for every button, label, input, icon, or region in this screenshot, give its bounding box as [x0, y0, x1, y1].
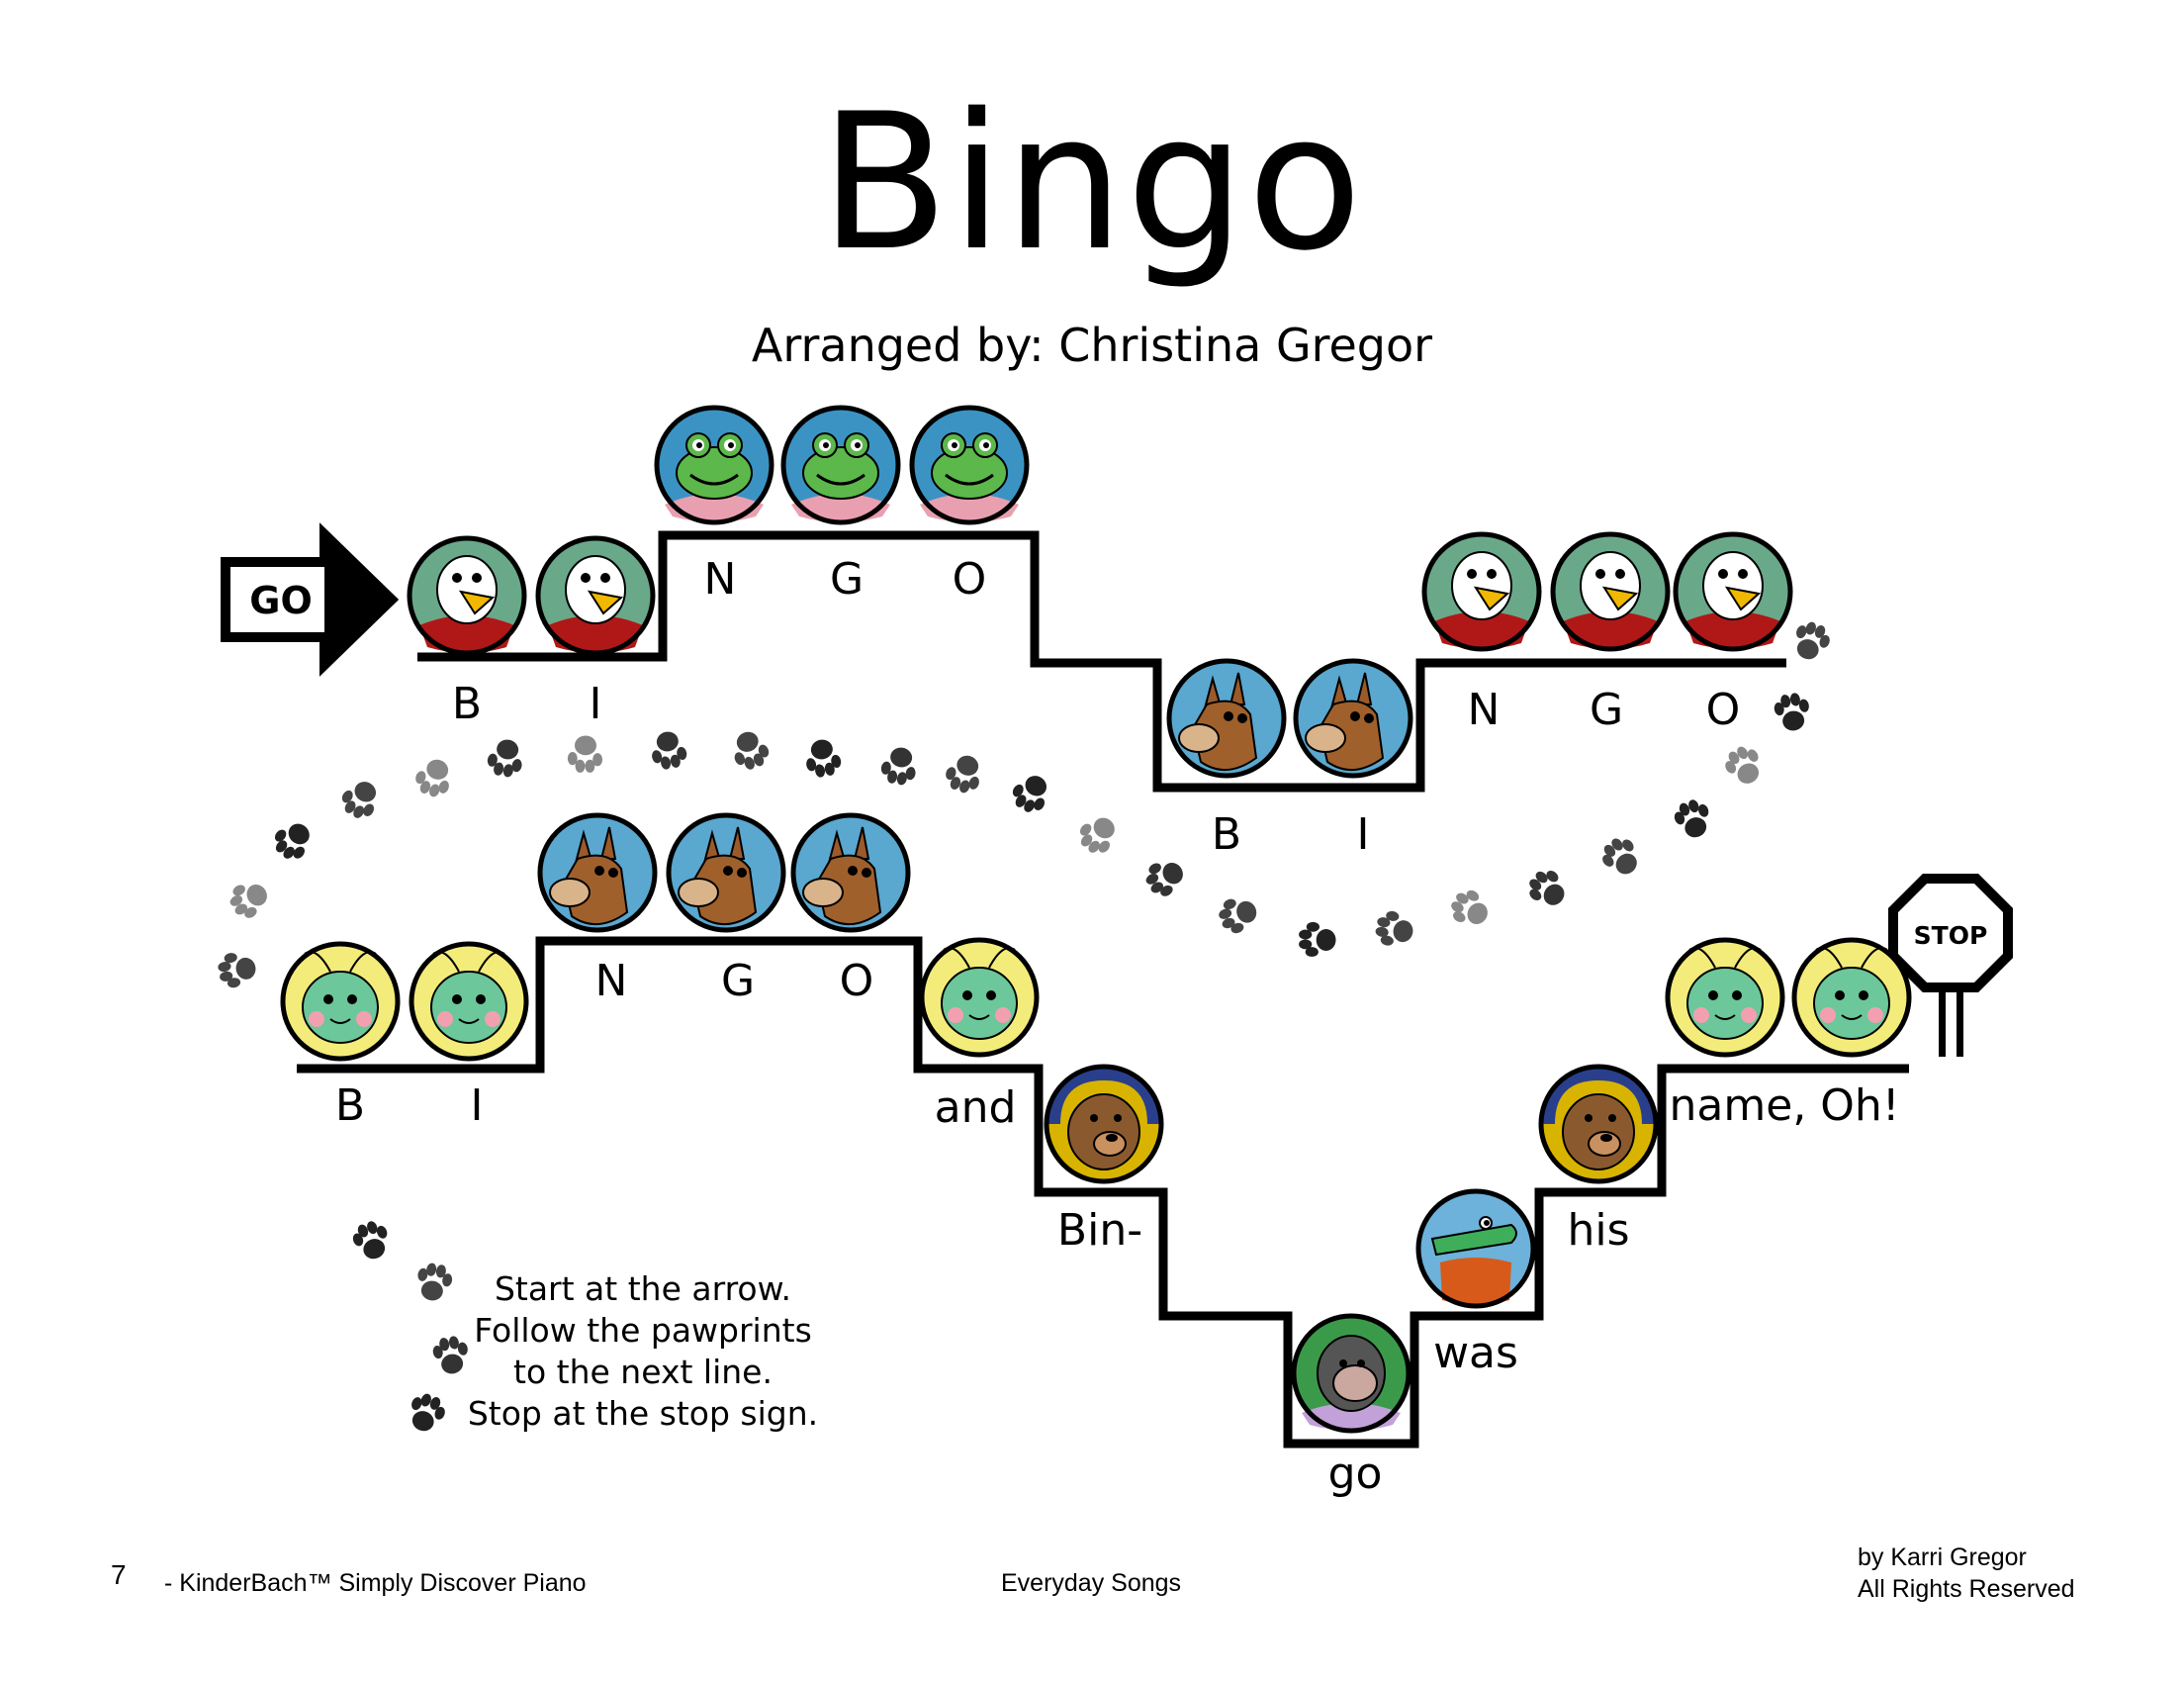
go-arrow: GO: [221, 522, 400, 677]
page-number: 7: [111, 1559, 127, 1590]
donkey-note-icon: [1166, 658, 1287, 779]
grasshopper-note-icon: [1791, 937, 1912, 1058]
pawprint-icon: [727, 726, 774, 774]
instruction-line: Stop at the stop sign.: [467, 1394, 819, 1433]
eagle-note-icon: [1673, 531, 1793, 652]
svg-text:GO: GO: [249, 579, 313, 622]
frog-note-icon: [780, 405, 901, 525]
stop-sign: STOP: [1888, 874, 2013, 1057]
svg-text:STOP: STOP: [1914, 921, 1988, 950]
pawprint-icon: [335, 774, 386, 824]
pawprint-icon: [567, 735, 603, 773]
pawprint-icon: [1299, 921, 1336, 958]
lyric-n: N: [703, 554, 737, 605]
lyric-bin: Bin-: [1056, 1205, 1143, 1256]
instructions: Start at the arrow. Follow the pawprints…: [435, 1268, 851, 1435]
donkey-note-icon: [666, 812, 786, 933]
gorilla-note-icon: [1291, 1313, 1411, 1434]
author-credit: by Karri Gregor: [1858, 1544, 2027, 1571]
lyric-go: go: [1327, 1449, 1383, 1499]
lyric-was: was: [1433, 1328, 1518, 1378]
lyric-n: N: [1467, 685, 1501, 735]
grasshopper-note-icon: [409, 941, 529, 1062]
lyric-g: G: [1589, 685, 1624, 735]
lyric-g: G: [829, 554, 864, 605]
lyric-i: I: [470, 1080, 484, 1131]
pawprint-icon: [216, 949, 259, 990]
eagle-note-icon: [535, 535, 656, 656]
arranger-credit: Arranged by: Christina Gregor: [751, 319, 1433, 372]
lyric-o: O: [1705, 685, 1741, 735]
pawprint-icon: [1670, 795, 1716, 843]
instruction-line: to the next line.: [513, 1353, 773, 1391]
donkey-note-icon: [537, 812, 658, 933]
eagle-note-icon: [407, 535, 527, 656]
grasshopper-note-icon: [1665, 937, 1785, 1058]
lyric-n: N: [594, 956, 628, 1006]
pawprint-icon: [267, 814, 318, 866]
pawprint-icon: [1373, 908, 1416, 950]
frog-note-icon: [909, 405, 1030, 525]
eagle-note-icon: [1421, 531, 1542, 652]
pawprint-icon: [1139, 853, 1190, 902]
pawprint-icon: [485, 736, 526, 780]
song-title: Bingo: [819, 73, 1365, 292]
grasshopper-note-icon: [919, 937, 1040, 1058]
pawprint-icon: [1772, 691, 1813, 734]
frog-note-icon: [654, 405, 774, 525]
pawprint-icon: [224, 875, 274, 924]
pawprint-icon: [410, 754, 457, 801]
bear-note-icon: [1538, 1064, 1659, 1184]
lyric-his: his: [1567, 1205, 1630, 1256]
pawprint-icon: [1719, 740, 1769, 791]
staircase-lines: [297, 530, 1909, 1449]
bear-note-icon: [1044, 1064, 1164, 1184]
lyric-o: O: [952, 554, 987, 605]
lyric-i: I: [589, 679, 602, 729]
donkey-note-icon: [1293, 658, 1413, 779]
character-notes: [280, 405, 1912, 1434]
grasshopper-note-icon: [280, 941, 401, 1062]
pawprint-icon: [1788, 617, 1835, 665]
pawprint-icon: [878, 744, 920, 788]
pawprint-icon: [1445, 884, 1496, 934]
pawprint-icon: [941, 750, 987, 797]
lyric-name-oh: name, Oh!: [1669, 1080, 1900, 1131]
eagle-note-icon: [1550, 531, 1671, 652]
lyric-b: B: [334, 1080, 366, 1131]
pawprint-icon: [348, 1217, 395, 1264]
instruction-line: Follow the pawprints: [474, 1311, 812, 1350]
rights-notice: All Rights Reserved: [1858, 1575, 2075, 1603]
lyric-i: I: [1356, 809, 1370, 860]
lyric-b: B: [1211, 809, 1242, 860]
book-name: Everyday Songs: [1001, 1569, 1182, 1597]
lyric-g: G: [720, 956, 756, 1006]
instruction-line: Start at the arrow.: [494, 1269, 792, 1308]
pawprint-icon: [1006, 768, 1056, 818]
pawprint-icon: [802, 736, 844, 780]
lyric-o: O: [839, 956, 874, 1006]
pawprint-icon: [648, 728, 689, 772]
pawprint-icon: [1522, 863, 1574, 914]
lyric-and: and: [934, 1082, 1017, 1133]
lyric-b: B: [451, 679, 483, 729]
pawprint-icon: [1215, 891, 1262, 938]
pawprint-icon: [1072, 808, 1124, 860]
donkey-note-icon: [790, 812, 911, 933]
pawprint-icon: [1595, 831, 1647, 883]
alligator-note-icon: [1415, 1188, 1536, 1309]
series-name: - KinderBach™ Simply Discover Piano: [164, 1569, 587, 1597]
